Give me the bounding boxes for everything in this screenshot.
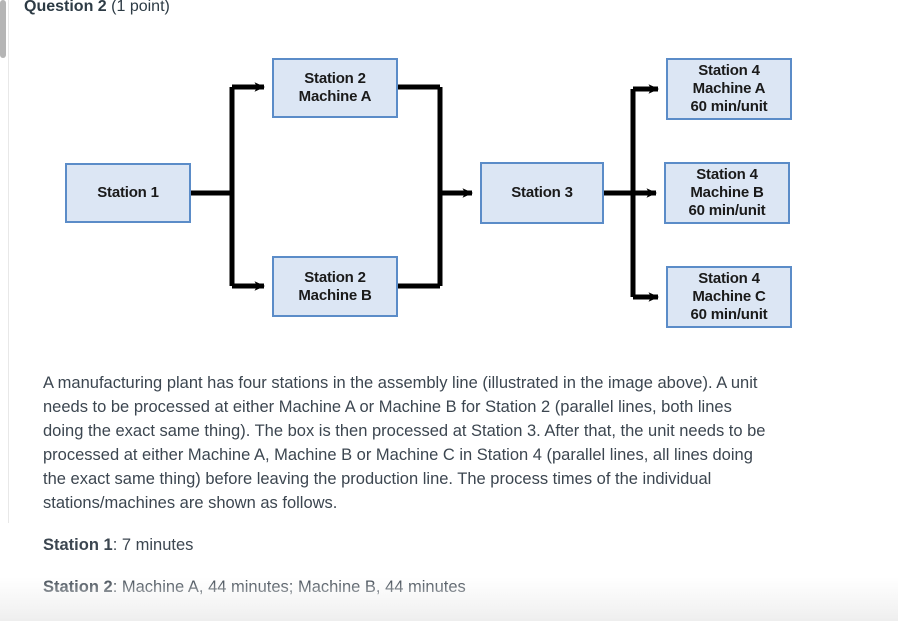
node-station-2-machine-a: Station 2 Machine A	[272, 58, 398, 118]
node-station-2-machine-b-line-0: Station 2	[304, 268, 366, 286]
fact-station-2-label: Station 2	[43, 578, 113, 596]
node-station-4-machine-c: Station 4 Machine C 60 min/unit	[666, 266, 792, 328]
fact-station-1-value: : 7 minutes	[112, 536, 194, 554]
question-paragraph: A manufacturing plant has four stations …	[43, 374, 766, 512]
question-body: A manufacturing plant has four stations …	[43, 371, 773, 599]
diagram-connectors	[190, 82, 659, 302]
node-station-3: Station 3	[480, 162, 604, 224]
fact-station-1-label: Station 1	[43, 536, 113, 554]
node-station-4-machine-c-line-0: Station 4	[698, 270, 760, 287]
paragraph-spacer	[43, 515, 773, 533]
fact-station-2-value: : Machine A, 44 minutes; Machine B, 44 m…	[112, 578, 466, 596]
node-station-2-machine-b-line-1: Machine B	[298, 286, 372, 304]
node-station-4-machine-b-line-0: Station 4	[696, 166, 758, 183]
node-station-2-machine-a-line-0: Station 2	[304, 70, 366, 87]
question-header: Question 2 (1 point)	[24, 0, 170, 18]
question-points: (1 point)	[111, 0, 170, 15]
node-station-4-machine-a-line-0: Station 4	[698, 62, 760, 79]
node-station-3-line-0: Station 3	[511, 184, 573, 201]
node-station-4-machine-a-line-2: 60 min/unit	[690, 98, 768, 115]
node-station-4-machine-a-line-1: Machine A	[692, 80, 766, 97]
content-divider-rule	[8, 0, 9, 523]
node-station-1: Station 1	[65, 163, 191, 223]
node-station-4-machine-b: Station 4 Machine B 60 min/unit	[664, 162, 790, 224]
assembly-line-diagram: Station 1 Station 2 Machine A Station 2 …	[0, 30, 898, 360]
node-station-4-machine-c-line-2: 60 min/unit	[690, 306, 768, 323]
node-station-1-line-0: Station 1	[97, 184, 159, 201]
page-scrollbar-track[interactable]	[0, 0, 7, 621]
node-station-2-machine-a-line-1: Machine A	[298, 88, 372, 105]
node-station-2-machine-b: Station 2 Machine B	[272, 256, 398, 317]
node-station-4-machine-a: Station 4 Machine A 60 min/unit	[666, 58, 792, 120]
question-label: Question 2	[24, 0, 107, 15]
fact-station-1: Station 1: 7 minutes	[43, 533, 773, 557]
node-station-4-machine-b-line-2: 60 min/unit	[688, 202, 766, 219]
page-scrollbar-thumb[interactable]	[0, 0, 6, 58]
node-station-4-machine-c-line-1: Machine C	[692, 288, 766, 305]
fact-spacer	[43, 557, 773, 575]
node-station-4-machine-b-line-1: Machine B	[690, 184, 764, 201]
fact-station-2: Station 2: Machine A, 44 minutes; Machin…	[43, 575, 773, 599]
